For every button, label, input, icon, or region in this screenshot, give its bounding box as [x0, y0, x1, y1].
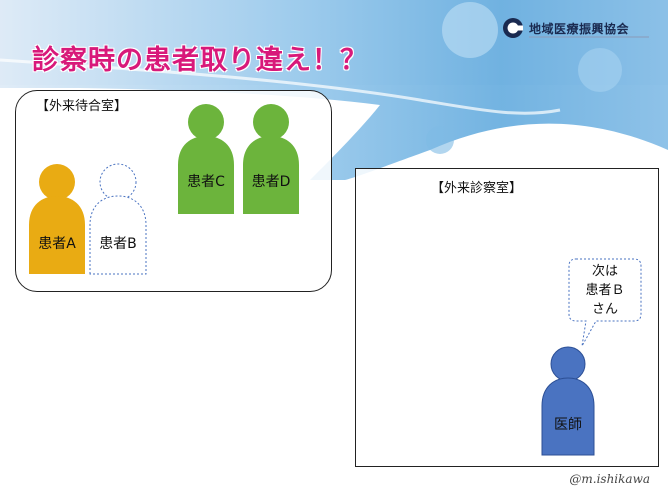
organization-logo: 地域医療振興協会 [502, 15, 652, 41]
person-icon [29, 164, 85, 274]
person-icon [178, 104, 234, 214]
speech-line: 次は [591, 264, 618, 279]
patient-c-figure: 患者C [177, 103, 235, 215]
person-outline-icon [89, 163, 147, 275]
doctor-speech-bubble: 次は 患者Ｂ さん [568, 258, 642, 347]
person-icon [243, 104, 299, 214]
slide-title: 診察時の患者取り違え！？ [32, 45, 368, 76]
waiting-room-label: 【外来待合室】 [36, 99, 128, 114]
header-swoosh-decoration [0, 0, 668, 180]
patient-d-label: 患者D [251, 174, 291, 190]
doctor-figure: 医師 [541, 346, 595, 456]
patient-b-label: 患者B [99, 236, 137, 252]
speech-bubble-text: 次は 患者Ｂ さん [568, 262, 642, 319]
patient-b-figure: 患者B [89, 163, 147, 275]
speech-bubble-shape [568, 258, 642, 347]
logo-text: 地域医療振興協会 [529, 21, 630, 36]
logo-mark-icon [503, 18, 523, 38]
speech-line: 患者Ｂ [585, 283, 625, 298]
patient-a-label: 患者A [38, 236, 76, 252]
copyright-text: @m.ishikawa [569, 472, 650, 486]
patient-c-label: 患者C [187, 174, 225, 190]
exam-room-label: 【外来診察室】 [431, 181, 523, 196]
patient-a-figure: 患者A [28, 163, 86, 275]
patient-d-figure: 患者D [242, 103, 300, 215]
speech-line: さん [591, 302, 618, 317]
person-icon [541, 346, 595, 456]
logo-subtitle-line [529, 36, 649, 38]
doctor-label: 医師 [554, 417, 582, 433]
